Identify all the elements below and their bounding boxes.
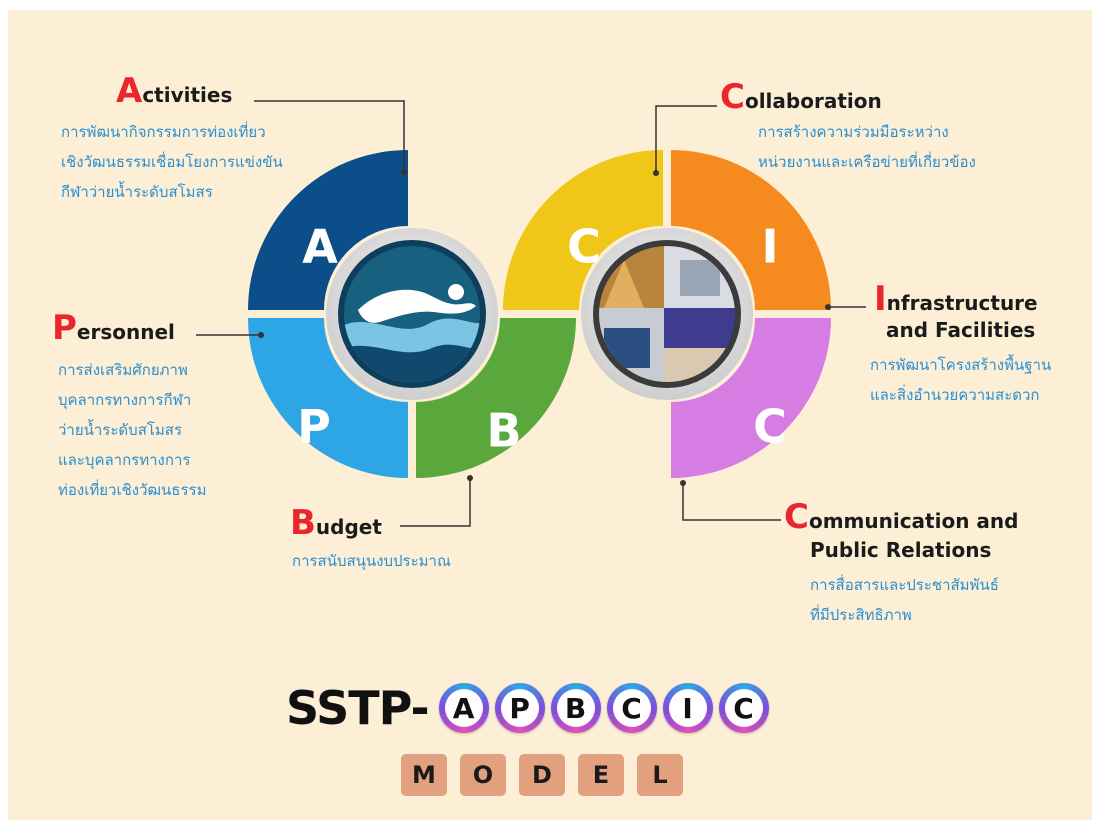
model-tile: L xyxy=(637,754,683,796)
infrastructure-desc-line: และสิ่งอำนวยความสะดวก xyxy=(870,386,1040,404)
model-letter: I xyxy=(668,689,707,727)
segment-activities xyxy=(248,150,408,310)
model-letter: C xyxy=(612,689,651,727)
connector-budget xyxy=(400,478,471,527)
communication-desc-line: ที่มีประสิทธิภาพ xyxy=(810,606,912,624)
personnel-desc-line: ว่ายน้ำระดับสโมสร xyxy=(58,421,182,439)
personnel-initial: P xyxy=(52,308,77,348)
model-title-prefix: SSTP- xyxy=(286,681,430,735)
segment-collaboration xyxy=(503,150,663,310)
model-letter-ring: C xyxy=(718,683,769,733)
dot-budget xyxy=(467,475,473,481)
swimmer-hub xyxy=(326,228,498,400)
model-tile: D xyxy=(519,754,565,796)
personnel-desc: การส่งเสริมศักยภาพ บุคลากรทางการกีฬา ว่า… xyxy=(58,355,206,505)
collaboration-desc-line: หน่วยงานและเครือข่ายที่เกี่ยวข้อง xyxy=(758,153,976,171)
personnel-title-rest: ersonnel xyxy=(76,320,175,344)
segment-letter-collaboration: C xyxy=(567,220,601,274)
dot-collaboration xyxy=(653,170,659,176)
communication-title-rest: ommunication and xyxy=(808,509,1019,533)
budget-desc-line: การสนับสนุนงบประมาณ xyxy=(292,552,451,570)
model-letter-ring: C xyxy=(606,683,657,733)
activities-title: Activities xyxy=(116,74,233,108)
segment-communication xyxy=(671,318,831,478)
infrastructure-title-rest: nfrastructure xyxy=(886,291,1038,315)
connector-collaboration xyxy=(655,105,717,173)
collaboration-desc: การสร้างความร่วมมือระหว่าง หน่วยงานและเค… xyxy=(758,117,976,177)
activities-initial: A xyxy=(116,71,143,111)
connector-activities xyxy=(254,100,405,172)
model-letter-ring: B xyxy=(550,683,601,733)
infrastructure-desc: การพัฒนาโครงสร้างพื้นฐาน และสิ่งอำนวยควา… xyxy=(870,350,1051,410)
collaboration-title-rest: ollaboration xyxy=(744,89,882,113)
model-word: M O D E L xyxy=(401,754,683,796)
activities-desc-line: กีฬาว่ายน้ำระดับสโมสร xyxy=(61,183,213,201)
communication-desc-line: การสื่อสารและประชาสัมพันธ์ xyxy=(810,576,999,594)
temple-roof-icon xyxy=(604,260,644,308)
model-letter-ring: I xyxy=(662,683,713,733)
model-tile: M xyxy=(401,754,447,796)
communication-title: Communication and xyxy=(784,500,1019,534)
model-letter-ring: P xyxy=(494,683,545,733)
communication-initial: C xyxy=(784,497,809,537)
collaboration-initial: C xyxy=(720,77,745,117)
infinity-diagram: A P B C I C xyxy=(196,100,866,527)
model-letter: P xyxy=(500,689,539,727)
activities-title-rest: ctivities xyxy=(142,83,233,107)
dot-infrastructure xyxy=(825,304,831,310)
personnel-desc-line: และบุคลากรทางการ xyxy=(58,451,191,469)
model-title: SSTP- A P B C I C xyxy=(286,676,769,740)
model-tile: O xyxy=(460,754,506,796)
communication-title-line2: Public Relations xyxy=(810,538,992,562)
personnel-desc-line: ท่องเที่ยวเชิงวัฒนธรรม xyxy=(58,481,207,499)
activities-desc: การพัฒนากิจกรรมการท่องเที่ยว เชิงวัฒนธรร… xyxy=(61,117,283,207)
swimmer-icon xyxy=(358,289,476,323)
collaboration-title: Collaboration xyxy=(720,80,882,114)
budget-title-rest: udget xyxy=(315,515,382,539)
personnel-desc-line: บุคลากรทางการกีฬา xyxy=(58,391,192,409)
segment-infrastructure xyxy=(671,150,831,310)
personnel-title: Personnel xyxy=(52,311,175,345)
infrastructure-title-line2: and Facilities xyxy=(886,318,1036,342)
activities-desc-line: เชิงวัฒนธรรมเชื่อมโยงการแข่งขัน xyxy=(61,153,283,171)
segment-letter-infrastructure: I xyxy=(761,220,778,274)
dot-communication xyxy=(680,480,686,486)
segment-letter-personnel: P xyxy=(297,400,331,454)
segments-group: A P B C I C xyxy=(248,150,831,478)
connector-communication xyxy=(682,483,781,521)
segment-letter-activities: A xyxy=(302,220,338,274)
model-tile: E xyxy=(578,754,624,796)
collaboration-desc-line: การสร้างความร่วมมือระหว่าง xyxy=(758,123,949,141)
budget-initial: B xyxy=(290,503,316,543)
budget-title: Budget xyxy=(290,506,382,540)
personnel-desc-line: การส่งเสริมศักยภาพ xyxy=(58,361,188,379)
heritage-hub xyxy=(581,228,753,400)
segment-letter-communication: C xyxy=(753,400,787,454)
dot-activities xyxy=(401,169,407,175)
infrastructure-desc-line: การพัฒนาโครงสร้างพื้นฐาน xyxy=(870,356,1052,374)
communication-desc: การสื่อสารและประชาสัมพันธ์ ที่มีประสิทธิ… xyxy=(810,570,999,630)
budget-desc: การสนับสนุนงบประมาณ xyxy=(292,546,451,576)
model-letter: A xyxy=(444,689,483,727)
connector-lines xyxy=(196,100,866,527)
activities-desc-line: การพัฒนากิจกรรมการท่องเที่ยว xyxy=(61,123,266,141)
model-letter: C xyxy=(724,689,763,727)
segment-budget xyxy=(416,318,576,478)
dot-personnel xyxy=(258,332,264,338)
segment-letter-budget: B xyxy=(486,404,521,458)
infrastructure-initial: I xyxy=(874,279,887,319)
model-letter: B xyxy=(556,689,595,727)
segment-personnel xyxy=(248,318,408,478)
model-letter-ring: A xyxy=(438,683,489,733)
infrastructure-title: Infrastructure xyxy=(874,282,1038,316)
